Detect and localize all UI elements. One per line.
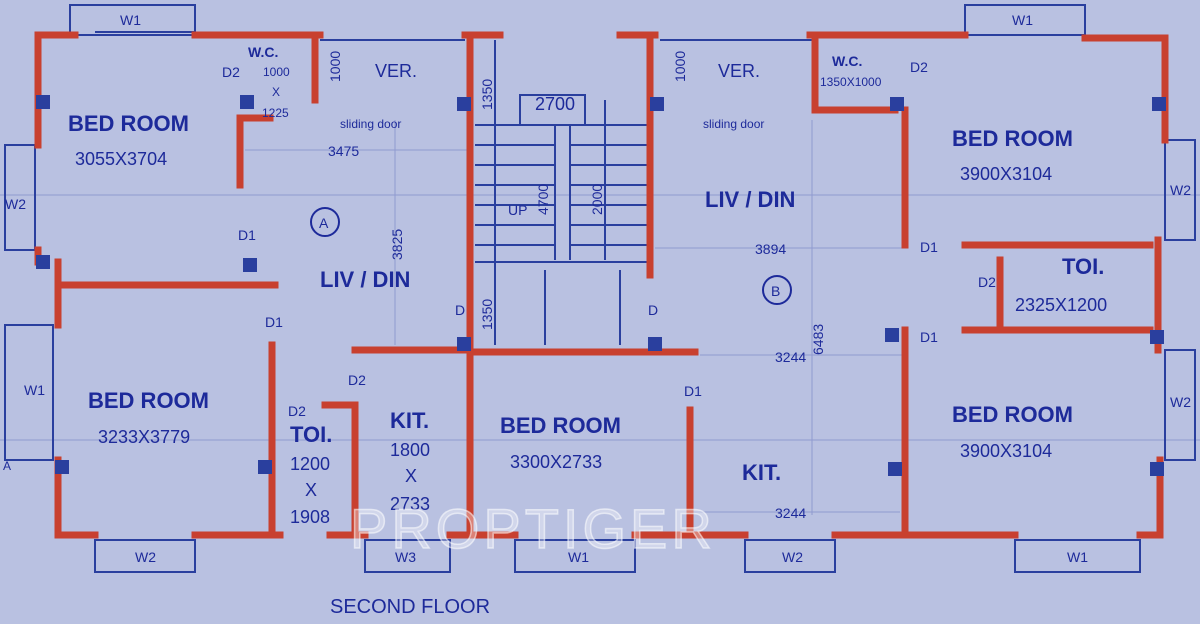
window-tag-w2-right-2: W2 (1170, 394, 1191, 410)
flat-b-id: B (771, 283, 780, 299)
flat-b-sliding-door: sliding door (703, 117, 764, 131)
flat-a-wc-name: W.C. (248, 44, 278, 60)
door-tag-d2-b-toi: D2 (978, 274, 996, 290)
stair-dim-4: 1350 (479, 299, 495, 330)
watermark: PROPTIGER (350, 497, 716, 560)
flat-a-kitchen-height: 2733 (390, 494, 430, 514)
flat-a-wc-height: 1225 (262, 106, 289, 120)
flat-a-bedroom-2-name: BED ROOM (88, 388, 209, 413)
flat-a-sliding-door: sliding door (340, 117, 401, 131)
window-tag-w2-bottom-2: W2 (782, 549, 803, 565)
flat-b-marker-circle (762, 275, 792, 305)
door-tag-d1-a-bed1: D1 (238, 227, 256, 243)
door-tag-d-b-entry: D (648, 302, 658, 318)
window-frames (4, 4, 1196, 573)
stair-up-label: UP (508, 202, 527, 218)
walls (34, 31, 1169, 539)
window-tag-w2-bottom-1: W2 (135, 549, 156, 565)
flat-a-id: A (319, 215, 329, 231)
staircase (475, 40, 650, 345)
door-tag-d1-a-bed2: D1 (265, 314, 283, 330)
flat-a-verandah: VER. (375, 61, 417, 81)
flat-b-kitchen-name: KIT. (742, 460, 781, 485)
section-mark: A (3, 459, 11, 473)
flat-a-wc-x: X (272, 85, 280, 99)
flat-a-toilet-x: X (305, 480, 317, 500)
columns (36, 95, 1166, 476)
window-tag-w1-top-right: W1 (1012, 12, 1033, 28)
door-tag-d2-a-kit: D2 (348, 372, 366, 388)
stair-dim-3: 1350 (479, 79, 495, 110)
window-tag-w1-bottom-1: W1 (568, 549, 589, 565)
flat-a-kitchen-width: 1800 (390, 440, 430, 460)
flat-b-living-name: LIV / DIN (705, 187, 795, 212)
window-tag-w1-top-left: W1 (120, 12, 141, 28)
flat-b-toilet-size: 2325X1200 (1015, 295, 1107, 315)
window-tag-w1-left: W1 (24, 382, 45, 398)
flat-b-bedroom-3-name: BED ROOM (500, 413, 621, 438)
window-tag-w1-bottom-2: W1 (1067, 549, 1088, 565)
flat-a-toilet-name: TOI. (290, 422, 332, 447)
flat-a-toilet-width: 1200 (290, 454, 330, 474)
flat-b-bedroom-1-size: 3900X3104 (960, 164, 1052, 184)
stair-dim-2: 2000 (589, 184, 605, 215)
flat-a-verandah-dim: 1000 (327, 51, 343, 82)
flat-a-wc-width: 1000 (263, 65, 290, 79)
flat-b-width-dim: 3894 (755, 241, 786, 257)
flat-a-width-dim: 3475 (328, 143, 359, 159)
stair-width-dim: 2700 (535, 94, 575, 114)
flat-a-living-dim: 3825 (389, 229, 405, 260)
window-tag-w3-bottom: W3 (395, 549, 416, 565)
flat-a-marker-circle (310, 207, 340, 237)
floor-title: SECOND FLOOR (330, 596, 490, 618)
window-tag-w2-left: W2 (5, 196, 26, 212)
flat-b-kitchen-dim: 3244 (775, 349, 806, 365)
flat-b-verandah: VER. (718, 61, 760, 81)
flat-b-wc-size: 1350X1000 (820, 75, 882, 89)
flat-a-bedroom-1-size: 3055X3704 (75, 149, 167, 169)
door-tag-d1-b-bed1: D1 (920, 239, 938, 255)
flat-a-living-name: LIV / DIN (320, 267, 410, 292)
flat-a-bedroom-1-name: BED ROOM (68, 111, 189, 136)
door-tag-d2-b-wc: D2 (910, 59, 928, 75)
flat-a-kitchen-x: X (405, 466, 417, 486)
flat-a-kitchen-name: KIT. (390, 408, 429, 433)
door-tag-d2-a-toi: D2 (288, 403, 306, 419)
door-tag-d1-b-bed3: D1 (684, 383, 702, 399)
stair-dim-1: 4700 (535, 184, 551, 215)
flat-b-bedroom-2-size: 3900X3104 (960, 441, 1052, 461)
flat-a-bedroom-2-size: 3233X3779 (98, 427, 190, 447)
door-tag-d-a-entry: D (455, 302, 465, 318)
flat-b-toilet-name: TOI. (1062, 254, 1104, 279)
flat-b-bedroom-1-name: BED ROOM (952, 126, 1073, 151)
flat-b-kitchen-dim-2: 3244 (775, 505, 806, 521)
flat-b-bedroom-2-name: BED ROOM (952, 402, 1073, 427)
flat-b-wc-name: W.C. (832, 53, 862, 69)
flat-b-verandah-dim: 1000 (672, 51, 688, 82)
door-tag-d1-b-bed2: D1 (920, 329, 938, 345)
window-tag-w2-right-1: W2 (1170, 182, 1191, 198)
flat-b-height-dim: 6483 (810, 324, 826, 355)
door-tag-d2-a-wc: D2 (222, 64, 240, 80)
grid-lines (0, 120, 1200, 515)
flat-b-bedroom-3-size: 3300X2733 (510, 452, 602, 472)
flat-a-toilet-height: 1908 (290, 507, 330, 527)
